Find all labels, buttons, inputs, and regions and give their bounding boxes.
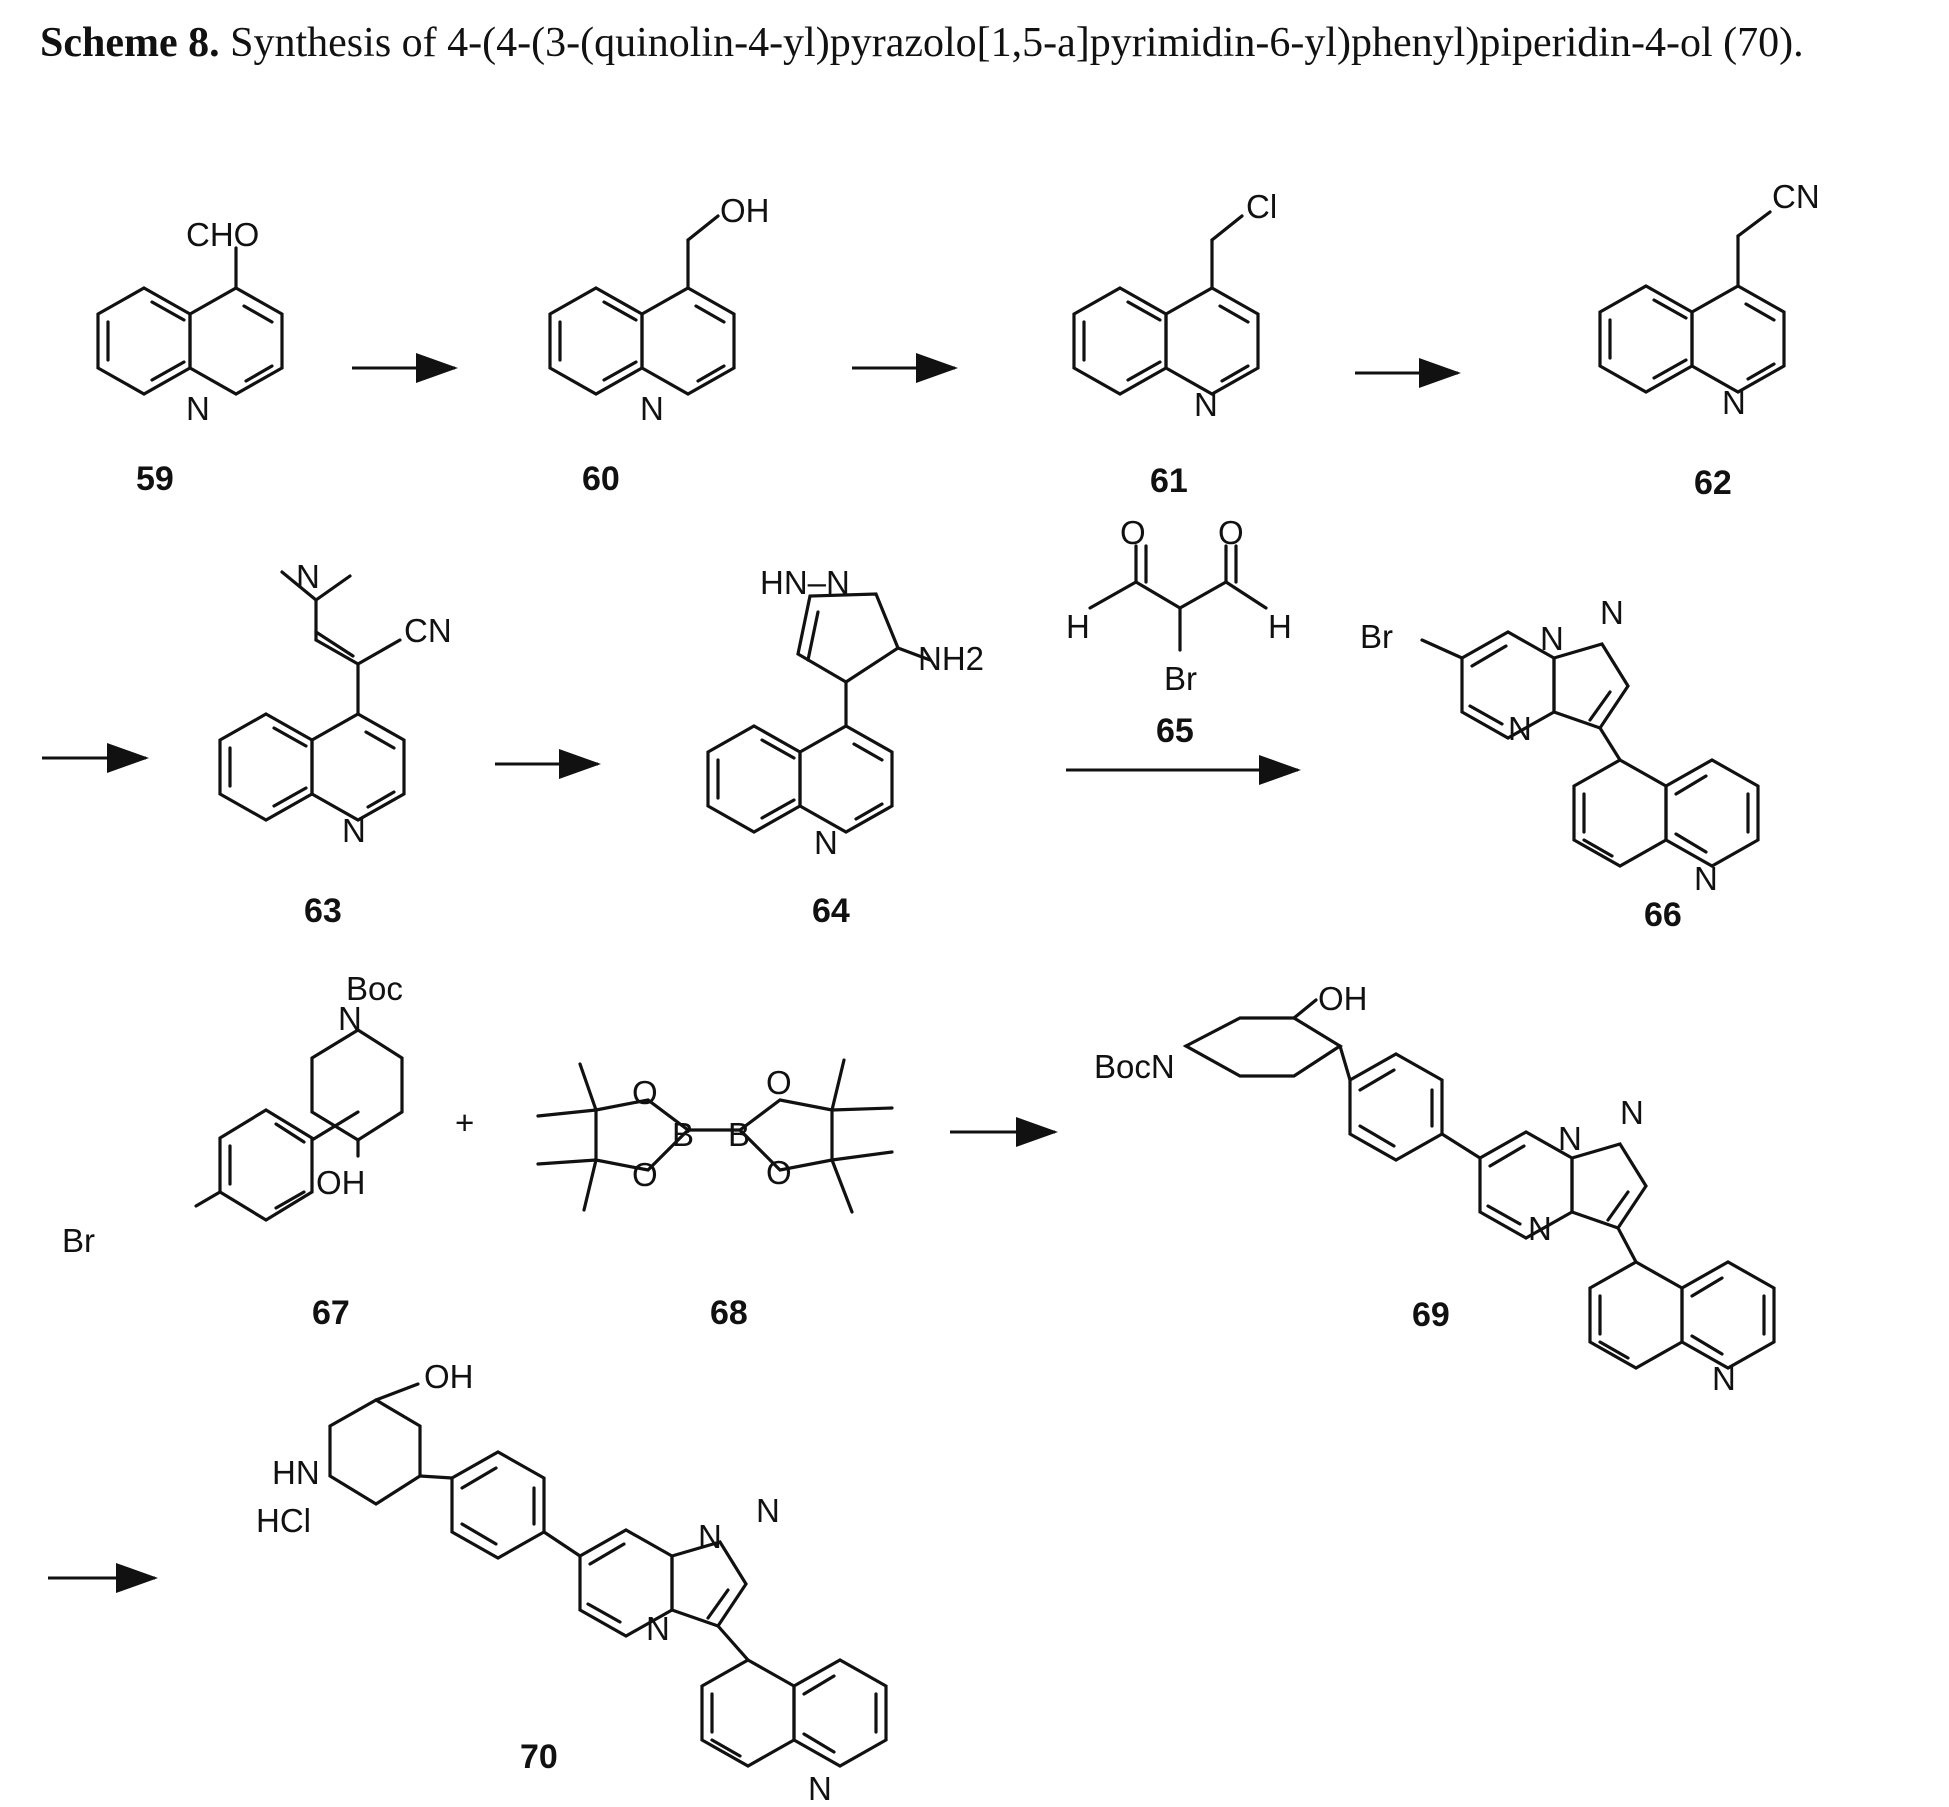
b-label: B (728, 1116, 750, 1153)
compound-59: CHO N 59 (98, 216, 282, 498)
o-label: O (766, 1154, 792, 1191)
compound-62: CN N 62 (1600, 178, 1820, 502)
plus-sign: + (455, 1104, 474, 1141)
compound-label-67: 67 (312, 1294, 350, 1332)
o-label: O (1120, 514, 1146, 551)
cl-label: Cl (1246, 188, 1277, 225)
boc-label: Boc (346, 970, 403, 1007)
oh-label: OH (316, 1164, 366, 1201)
hn-n-label: HN–N (760, 564, 850, 601)
o-label: O (766, 1064, 792, 1101)
h-label: H (1066, 608, 1090, 645)
n-label: N (1694, 860, 1718, 897)
compound-70: OH HN HCl N N N N 70 (256, 1358, 886, 1807)
compound-label-64: 64 (812, 892, 850, 930)
compound-66: Br N N N N 66 (1360, 594, 1758, 934)
n-label: N (1620, 1094, 1644, 1131)
compound-label-68: 68 (710, 1294, 748, 1332)
compound-65: O O H H Br 65 (1066, 514, 1292, 750)
hcl-label: HCl (256, 1502, 311, 1539)
compound-63: N CN N 63 (220, 558, 452, 930)
o-label: O (1218, 514, 1244, 551)
n-label: N (1528, 1210, 1552, 1247)
n-label: N (1600, 594, 1624, 631)
compound-label-69: 69 (1412, 1296, 1450, 1334)
n-label: N (1194, 386, 1218, 423)
n-label: N (808, 1770, 832, 1807)
oh-label: OH (424, 1358, 474, 1395)
h-label: H (1268, 608, 1292, 645)
o-label: O (632, 1156, 658, 1193)
oh-label: OH (720, 192, 770, 229)
cn-label: CN (404, 612, 452, 649)
hn-label: HN (272, 1454, 320, 1491)
n-label: N (186, 390, 210, 427)
bocn-label: BocN (1094, 1048, 1175, 1085)
b-label: B (672, 1116, 694, 1153)
compound-label-70: 70 (520, 1738, 558, 1776)
compound-label-63: 63 (304, 892, 342, 930)
compound-label-59: 59 (136, 460, 174, 498)
n-label: N (814, 824, 838, 861)
br-label: Br (1164, 660, 1197, 697)
n-label: N (640, 390, 664, 427)
n-label: N (1722, 384, 1746, 421)
nh2-label: NH2 (918, 640, 984, 677)
n-label: N (698, 1518, 722, 1555)
br-label: Br (1360, 618, 1393, 655)
compound-60: OH N 60 (550, 192, 770, 498)
compound-67: N Boc OH Br 67 (62, 970, 403, 1332)
n-label: N (1540, 620, 1564, 657)
n-label: N (756, 1492, 780, 1529)
cn-label: CN (1772, 178, 1820, 215)
compound-label-60: 60 (582, 460, 620, 498)
compound-69: OH BocN N N N N 69 (1094, 980, 1774, 1397)
oh-label: OH (1318, 980, 1368, 1017)
br-label: Br (62, 1222, 95, 1259)
compound-label-65: 65 (1156, 712, 1194, 750)
compound-label-66: 66 (1644, 896, 1682, 934)
n-label: N (1712, 1360, 1736, 1397)
n-label: N (1508, 710, 1532, 747)
compound-68: O O B B O O 68 (538, 1060, 892, 1332)
n-label: N (1558, 1120, 1582, 1157)
o-label: O (632, 1074, 658, 1111)
compound-61: Cl N 61 (1074, 188, 1277, 500)
n-label: N (342, 812, 366, 849)
n-label: N (646, 1610, 670, 1647)
cho-label: CHO (186, 216, 259, 253)
n-label: N (296, 558, 320, 595)
compound-label-62: 62 (1694, 464, 1732, 502)
compound-64: HN–N NH2 N 64 (708, 564, 984, 930)
compound-label-61: 61 (1150, 462, 1188, 500)
